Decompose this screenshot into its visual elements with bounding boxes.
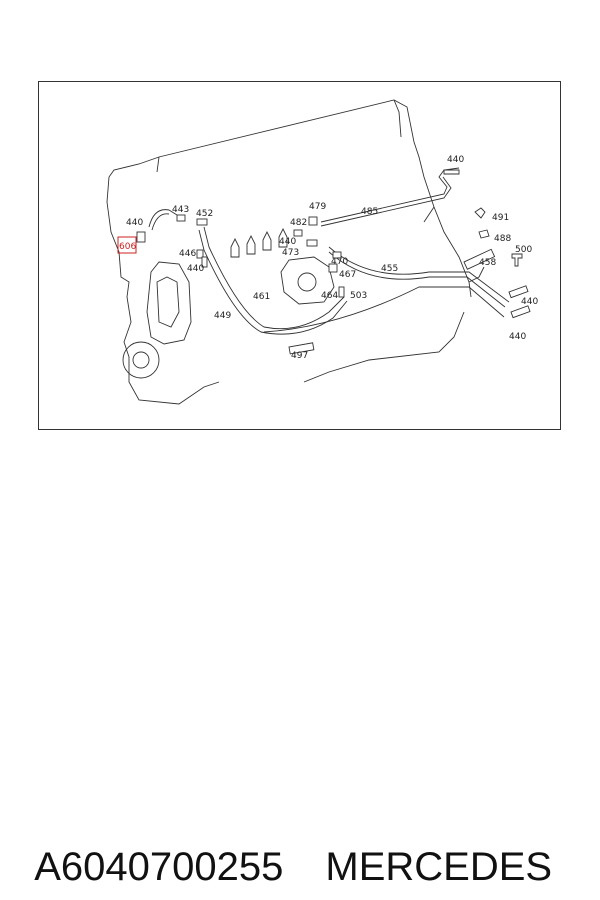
callout-label: 452	[196, 209, 213, 219]
callout-label: 455	[381, 264, 398, 274]
callout-label: 497	[291, 351, 308, 361]
brand-name: MERCEDES	[325, 845, 553, 889]
callout-label: 470	[331, 257, 348, 267]
callout-label: 461	[253, 292, 270, 302]
callout-label: 446	[179, 249, 196, 259]
callout-label: 482	[290, 218, 307, 228]
callout-label: 503	[350, 291, 367, 301]
callout-label: 449	[214, 311, 231, 321]
callout-label: 479	[309, 202, 326, 212]
product-caption: A6040700255 MERCEDES	[12, 800, 600, 889]
fittings	[136, 169, 531, 355]
callout-label: 485	[361, 207, 378, 217]
callout-label: 488	[494, 234, 511, 244]
callout-labels: 440 443 452 479 482 485 491 488 500 440 …	[119, 155, 538, 361]
callout-label: 440	[187, 264, 204, 274]
engine-diagram-svg: 440 443 452 479 482 485 491 488 500 440 …	[106, 99, 538, 405]
engine-outline	[106, 99, 485, 405]
callout-label: 440	[509, 332, 526, 342]
callout-label: 458	[479, 258, 496, 268]
highlight-box	[117, 236, 137, 254]
parts-diagram: 440 443 452 479 482 485 491 488 500 440 …	[38, 81, 561, 430]
callout-label: 440	[126, 218, 143, 228]
callout-label: 467	[339, 270, 356, 280]
callout-label: 500	[515, 245, 532, 255]
callout-label: 440	[521, 297, 538, 307]
callout-label: 440	[279, 237, 296, 247]
callout-label: 440	[447, 155, 464, 165]
callout-label: 473	[282, 248, 299, 258]
part-number: A6040700255	[34, 845, 284, 889]
callout-label: 491	[492, 213, 509, 223]
callout-label-highlighted: 606	[119, 242, 136, 252]
callout-label: 443	[172, 205, 189, 215]
callout-label: 464	[321, 291, 338, 301]
